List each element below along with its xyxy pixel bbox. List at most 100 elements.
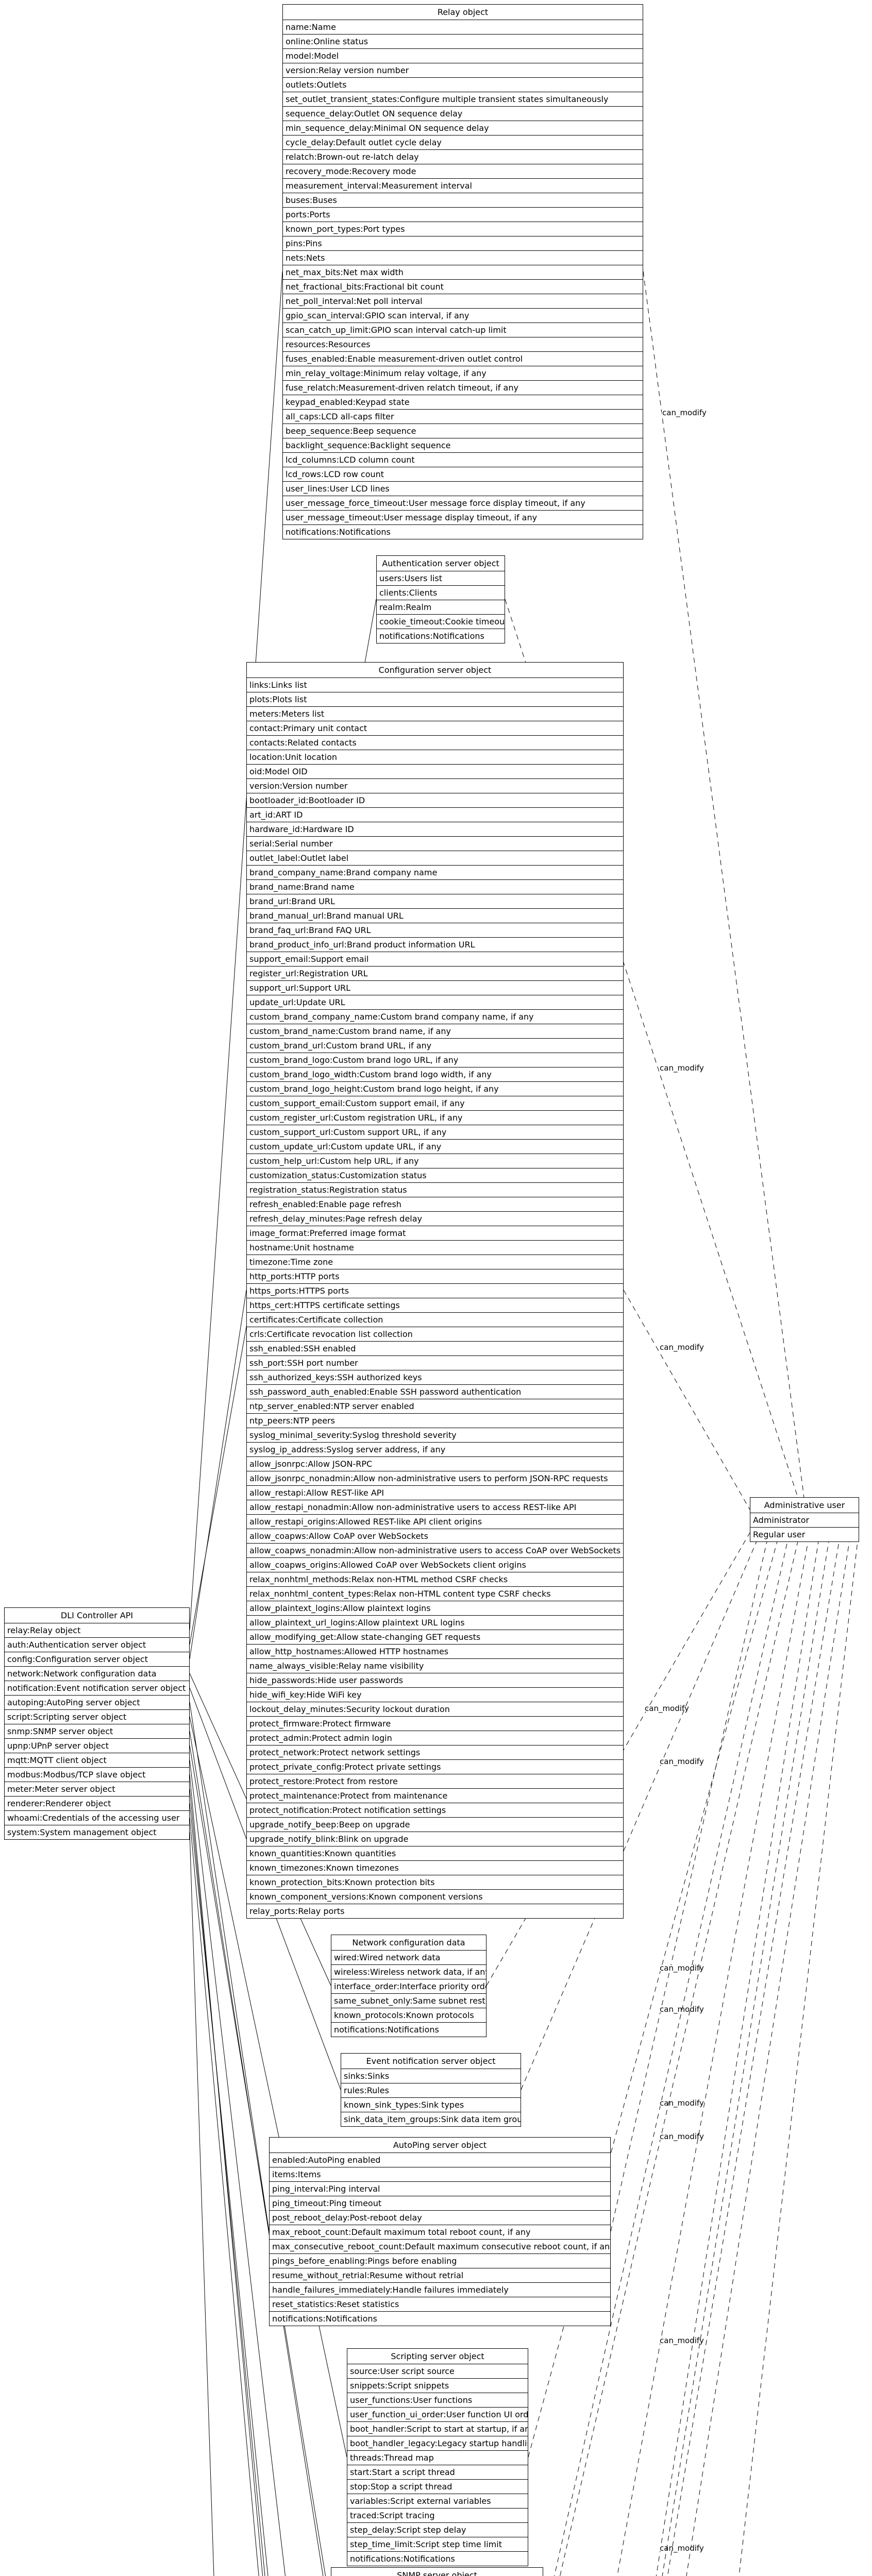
attribute-row: hide_wifi_key:Hide WiFi key [247, 1688, 623, 1702]
attribute-row: custom_brand_url:Custom brand URL, if an… [247, 1039, 623, 1053]
edge-label-can_modify: can_modify [660, 2098, 704, 2108]
attribute-row: protect_private_config:Protect private s… [247, 1760, 623, 1774]
attribute-row: wireless:Wireless network data, if any [331, 1965, 486, 1979]
attribute-row: user_message_force_timeout:User message … [283, 496, 643, 511]
attribute-row: syslog_minimal_severity:Syslog threshold… [247, 1428, 623, 1443]
attribute-row: version:Version number [247, 779, 623, 793]
attribute-row: notifications:Notifications [334, 2025, 439, 2035]
attribute-row: notifications:Notifications [350, 2554, 455, 2564]
attribute-row: certificates:Certificate collection [247, 1313, 623, 1327]
attribute-row: items:Items [270, 2167, 610, 2182]
dashed-edge [560, 1541, 798, 2576]
box-title-config: Configuration server object [247, 663, 623, 678]
box-title-script: Scripting server object [347, 2349, 528, 2364]
attribute-row: bootloader_id:Bootloader ID [247, 793, 623, 808]
attribute-row: brand_name:Brand name [247, 880, 623, 894]
attribute-row: timezone:Time zone [247, 1255, 623, 1269]
dashed-edge [623, 1290, 750, 1510]
attribute-row: mqtt:MQTT client object [5, 1753, 189, 1768]
attribute-row: outlets:Outlets [283, 78, 643, 92]
dashed-edge [656, 1541, 819, 2576]
attribute-row: allow_plaintext_logins:Allow plaintext l… [247, 1601, 623, 1616]
attribute-row: resume_without_retrial:Resume without re… [270, 2268, 610, 2283]
attribute-row: brand_product_info_url:Brand product inf… [247, 938, 623, 952]
attribute-row: user_lines:User LCD lines [283, 482, 643, 496]
attribute-row: update_url:Update URL [247, 995, 623, 1010]
attribute-row: protect_admin:Protect admin login [247, 1731, 623, 1745]
attribute-row: hostname:Unit hostname [247, 1241, 623, 1255]
attribute-row: same_subnet_only:Same subnet restriction [331, 1994, 486, 2008]
attribute-row: rules:Rules [341, 2083, 521, 2098]
attribute-row: min_relay_voltage:Minimum relay voltage,… [283, 366, 643, 381]
attribute-row: measurement_interval:Measurement interva… [283, 179, 643, 193]
attribute-row: protect_notification:Protect notificatio… [247, 1803, 623, 1818]
attribute-row: all_caps:LCD all-caps filter [283, 410, 643, 424]
attribute-row: model:Model [283, 49, 643, 63]
attribute-row: online:Online status [283, 35, 643, 49]
attribute-row: pins:Pins [283, 236, 643, 251]
attribute-row: custom_brand_logo_width:Custom brand log… [247, 1067, 623, 1082]
attribute-row: lcd_rows:LCD row count [283, 467, 643, 482]
attribute-row: name:Name [283, 20, 643, 35]
box-title-relay: Relay object [283, 5, 643, 20]
attribute-row: allow_jsonrpc:Allow JSON-RPC [247, 1457, 623, 1471]
attribute-row: https_cert:HTTPS certificate settings [247, 1298, 623, 1313]
attribute-row: register_url:Registration URL [247, 967, 623, 981]
attribute-row: custom_update_url:Custom update URL, if … [247, 1140, 623, 1154]
attribute-row: start:Start a script thread [347, 2465, 528, 2480]
attribute-row: ssh_enabled:SSH enabled [247, 1342, 623, 1356]
attribute-row: custom_support_email:Custom support emai… [247, 1096, 623, 1111]
attribute-row: pings_before_enabling:Pings before enabl… [270, 2254, 610, 2268]
attribute-row: allow_plaintext_url_logins:Allow plainte… [247, 1616, 623, 1630]
attribute-row: ssh_password_auth_enabled:Enable SSH pas… [247, 1385, 623, 1399]
box-title-snmp: SNMP server object [331, 2568, 543, 2576]
attribute-row: reset_statistics:Reset statistics [270, 2297, 610, 2312]
attribute-row: snmp:SNMP server object [5, 1724, 189, 1739]
attribute-row: support_email:Support email [247, 952, 623, 967]
attribute-row: allow_modifying_get:Allow state-changing… [247, 1630, 623, 1645]
attribute-row: handle_failures_immediately:Handle failu… [270, 2283, 610, 2297]
attribute-row: allow_coapws_nonadmin:Allow non-administ… [247, 1544, 623, 1558]
attribute-row: relay_ports:Relay ports [249, 1906, 345, 1916]
attribute-row: serial:Serial number [247, 837, 623, 851]
edge-label-can_modify: can_modify [660, 2132, 704, 2142]
attribute-row: Administrator [750, 1513, 859, 1528]
attribute-row: traced:Script tracing [347, 2509, 528, 2523]
dashed-edge [610, 1541, 767, 2232]
attribute-row: refresh_enabled:Enable page refresh [247, 1197, 623, 1212]
attribute-row: wired:Wired network data [331, 1951, 486, 1965]
attribute-row: contact:Primary unit contact [247, 721, 623, 736]
attribute-row: upgrade_notify_blink:Blink on upgrade [247, 1832, 623, 1846]
solid-edge [189, 1716, 347, 2458]
attribute-row: hide_passwords:Hide user passwords [247, 1673, 623, 1688]
attribute-row: known_timezones:Known timezones [247, 1861, 623, 1875]
attribute-row: ports:Ports [283, 208, 643, 222]
solid-edge [189, 1290, 247, 1659]
attribute-row: renderer:Renderer object [5, 1797, 189, 1811]
dashed-edge [739, 1541, 858, 2576]
attribute-row: buses:Buses [283, 193, 643, 208]
attribute-row: custom_brand_logo:Custom brand logo URL,… [247, 1053, 623, 1067]
attribute-row: image_format:Preferred image format [247, 1226, 623, 1241]
edge-label-can_modify: can_modify [660, 1757, 704, 1767]
attribute-row: source:User script source [347, 2364, 528, 2379]
solid-edge [189, 1817, 259, 2576]
box-title-network: Network configuration data [331, 1935, 486, 1951]
solid-edge [189, 271, 283, 1631]
attribute-row: allow_http_hostnames:Allowed HTTP hostna… [247, 1645, 623, 1659]
attribute-row: ntp_peers:NTP peers [247, 1414, 623, 1428]
attribute-row: config:Configuration server object [5, 1652, 189, 1667]
attribute-row: custom_brand_company_name:Custom brand c… [247, 1010, 623, 1024]
attribute-row: custom_brand_name:Custom brand name, if … [247, 1024, 623, 1039]
attribute-row: known_protection_bits:Known protection b… [247, 1875, 623, 1890]
attribute-row: syslog_ip_address:Syslog server address,… [247, 1443, 623, 1457]
attribute-row: crls:Certificate revocation list collect… [247, 1327, 623, 1342]
attribute-row: lockout_delay_minutes:Security lockout d… [247, 1702, 623, 1717]
attribute-row: customization_status:Customization statu… [247, 1168, 623, 1183]
attribute-row: custom_help_url:Custom help URL, if any [247, 1154, 623, 1168]
attribute-row: net_poll_interval:Net poll interval [283, 294, 643, 309]
attribute-row: custom_support_url:Custom support URL, i… [247, 1125, 623, 1140]
